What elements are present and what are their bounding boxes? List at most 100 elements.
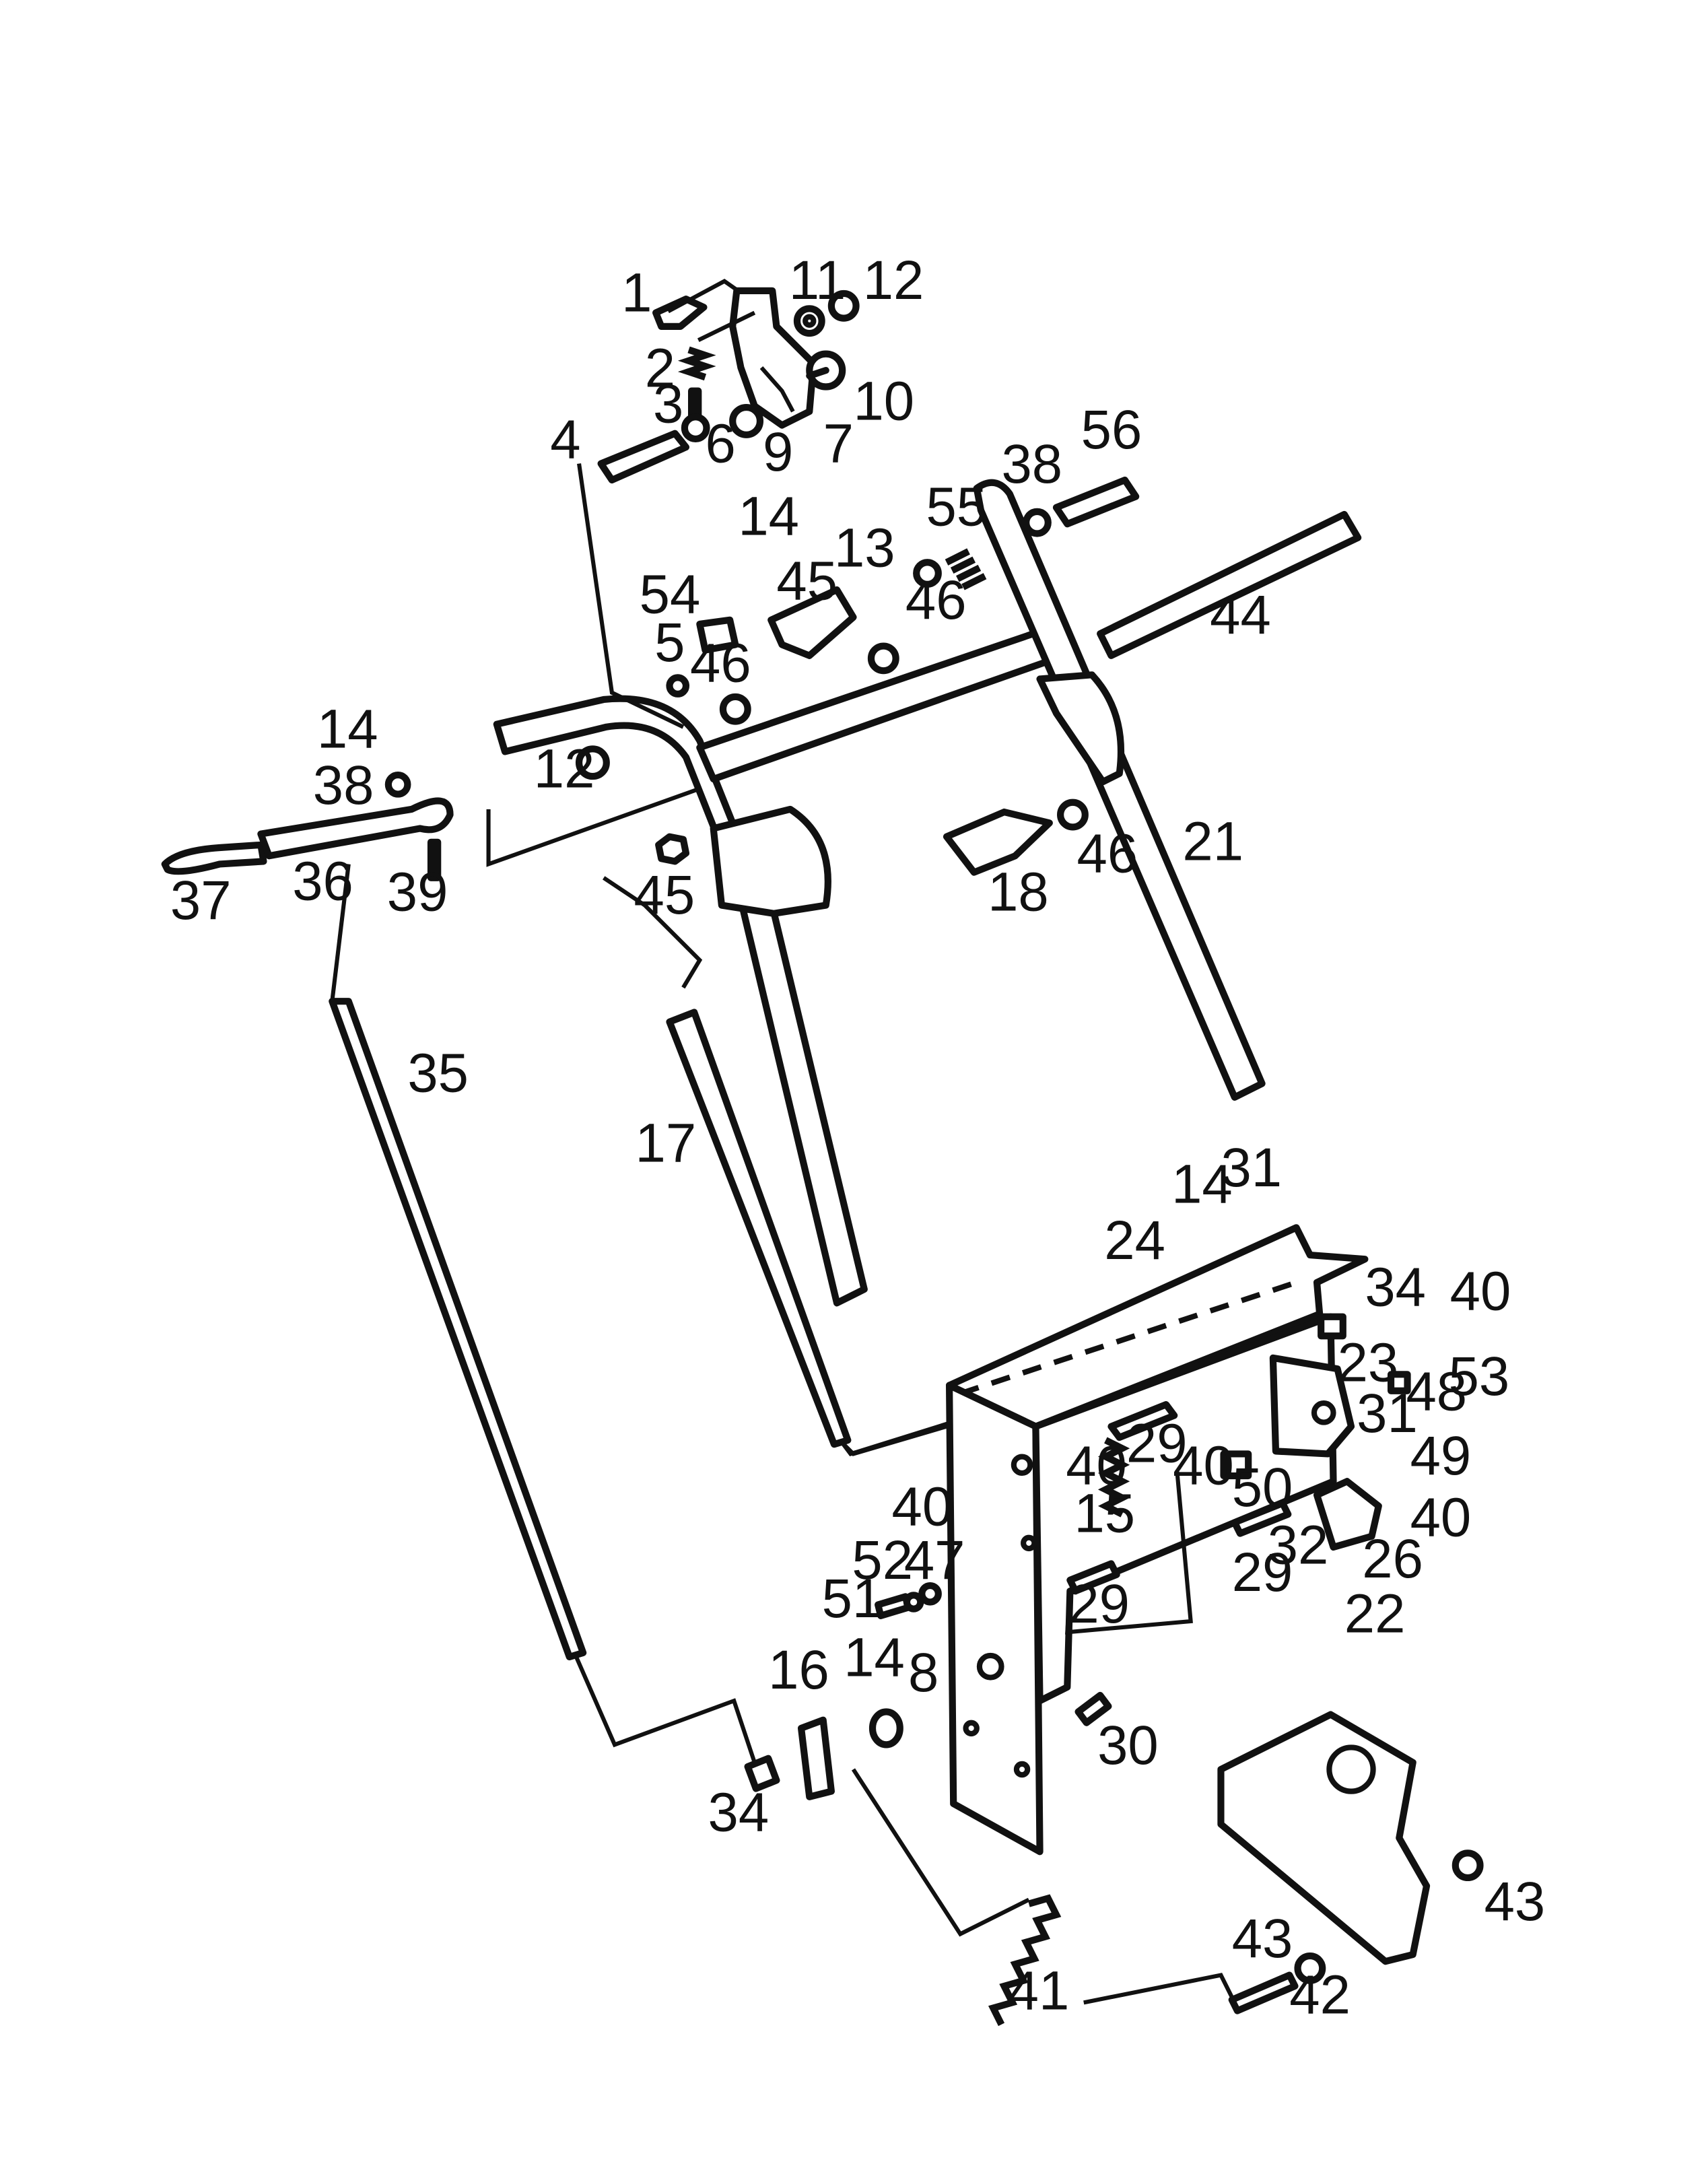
part-39-pin (427, 838, 442, 881)
part-46-washer-a (913, 559, 942, 588)
part-44-long-bolt (1097, 510, 1362, 659)
callout-56: 56 (1081, 399, 1142, 461)
part-54-block (696, 616, 739, 654)
part-6-bushing (681, 413, 710, 443)
part-7-lever-plate (729, 287, 817, 429)
callout-4: 4 (550, 409, 580, 470)
part-23-hole (1311, 1400, 1336, 1425)
part-12-nut-b (575, 745, 610, 780)
callout-49: 49 (1410, 1425, 1472, 1487)
part-47-washer (918, 1582, 942, 1606)
part-4-shaft (597, 430, 690, 484)
callout-43: 43 (1232, 1908, 1293, 1969)
callout-3: 3 (653, 373, 683, 434)
callout-34: 34 (708, 1782, 770, 1843)
part-8-bearing (868, 1708, 903, 1748)
part-24-dashed-edge (959, 1279, 1297, 1396)
callout-29: 29 (1068, 1573, 1130, 1635)
callout-38: 38 (1002, 434, 1063, 495)
part-37-handle (161, 841, 267, 875)
part-29-bolt-a (1107, 1401, 1178, 1441)
callout-23: 23 (1338, 1332, 1399, 1393)
plate-hole-3 (1021, 1534, 1037, 1552)
part-56-bolt (1052, 476, 1140, 528)
callout-1: 1 (621, 262, 652, 323)
main-plate-assembly (744, 1224, 1484, 2027)
callout-10: 10 (853, 370, 914, 432)
callout-35: 35 (407, 1043, 469, 1104)
callout-40: 40 (1450, 1261, 1511, 1322)
callout-45: 45 (776, 550, 838, 611)
part-shield-left (710, 805, 831, 917)
part-11-hole (802, 314, 817, 328)
handle-frame (493, 463, 1362, 1307)
callout-41: 41 (1009, 1961, 1070, 2022)
part-46-washer-c (719, 693, 751, 725)
part-5-nut (666, 674, 690, 698)
callout-14: 14 (844, 1627, 905, 1688)
part-34-spacer (1318, 1313, 1346, 1340)
part-29-bolt-c (1066, 1560, 1120, 1595)
part-7-slot (759, 366, 795, 413)
callout-30: 30 (1097, 1715, 1159, 1776)
callout-14: 14 (317, 698, 378, 759)
part-shield-right (1036, 671, 1125, 786)
callout-54: 54 (640, 564, 701, 625)
callout-21: 21 (1182, 811, 1243, 872)
callout-34: 34 (1365, 1256, 1426, 1318)
callout-45: 45 (634, 864, 695, 926)
part-16-bracket (797, 1716, 835, 1800)
part-15-spring (1097, 1437, 1130, 1518)
callout-40: 40 (892, 1476, 953, 1537)
callout-39: 39 (387, 862, 448, 923)
callout-46: 46 (1077, 823, 1138, 885)
part-26-bracket (1313, 1478, 1382, 1551)
callout-26: 26 (1362, 1528, 1423, 1590)
callout-32: 32 (1268, 1514, 1329, 1575)
part-13-bracket (767, 586, 857, 659)
part-50-spacer (1220, 1450, 1252, 1480)
plate-hole-5 (1013, 1761, 1031, 1778)
callout-18: 18 (988, 862, 1049, 923)
part-10-bolt (806, 350, 846, 390)
callout-11: 11 (789, 250, 846, 311)
callout-22: 22 (1344, 1583, 1406, 1644)
part-12-nut (827, 290, 860, 322)
part-38-washer-b (384, 771, 411, 798)
callout-9: 9 (763, 421, 793, 483)
part-43-nut-a (1294, 1952, 1326, 1984)
callout-31: 31 (1357, 1383, 1418, 1444)
part-2-spring (677, 346, 716, 381)
callout-40: 40 (1410, 1487, 1472, 1549)
callout-2: 2 (645, 337, 675, 399)
callout-15: 15 (1074, 1483, 1135, 1544)
callout-12: 12 (534, 738, 595, 799)
callout-14: 14 (1171, 1154, 1233, 1215)
callout-50: 50 (1232, 1457, 1293, 1518)
linkage-assembly (161, 771, 961, 1763)
callout-40: 40 (1173, 1435, 1234, 1496)
callout-14: 14 (738, 486, 799, 547)
callout-43: 43 (1484, 1871, 1546, 1932)
part-9-nut (729, 403, 764, 438)
part-29-bolt-b (1231, 1499, 1292, 1537)
callout-46: 46 (906, 570, 967, 631)
callout-16: 16 (768, 1639, 829, 1701)
part-23-bracket (1269, 1354, 1355, 1458)
callout-44: 44 (1210, 584, 1271, 646)
part-38-washer (1023, 508, 1052, 537)
callout-46: 46 (690, 633, 751, 694)
part-1-knob (652, 296, 708, 330)
part-41-spring (988, 1894, 1062, 2027)
callout-31: 31 (1221, 1137, 1282, 1198)
callout-37: 37 (170, 870, 232, 931)
part-17-rod (666, 1009, 852, 1448)
callout-labels: 1 11 12 2 3 10 4 6 9 7 56 38 55 14 13 45… (170, 250, 1545, 2026)
control-lever-assembly (597, 279, 860, 484)
callout-51: 51 (822, 1568, 883, 1629)
part-46-washer-b (867, 642, 899, 675)
part-lower-mount-plate (1217, 1711, 1431, 1965)
callout-24: 24 (1104, 1210, 1165, 1271)
part-52-washer (903, 1592, 924, 1612)
